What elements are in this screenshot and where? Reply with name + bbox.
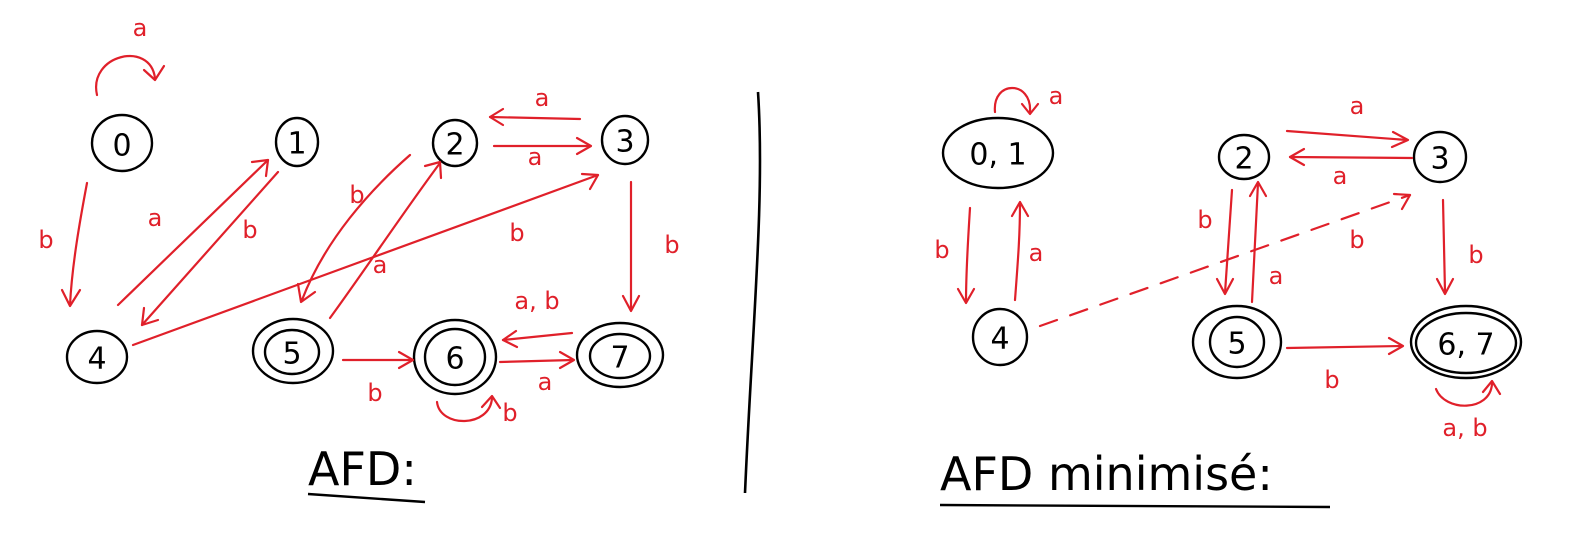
transition-2-3-label: a	[528, 143, 543, 171]
transition-67-67-self-loop: a, b	[1434, 379, 1502, 442]
transition-5-67-label: b	[1324, 366, 1339, 394]
state-6-7-final: 6, 7	[1409, 304, 1523, 380]
state-1-label: 1	[287, 127, 306, 162]
transition-5-2: a	[328, 160, 443, 320]
state-0: 0	[90, 113, 154, 173]
transition-0-4-label: b	[38, 226, 53, 254]
transition-4-1: a	[116, 158, 270, 307]
state-0-1-label: 0, 1	[969, 138, 1026, 173]
state-3-min: 3	[1412, 130, 1468, 184]
state-5-min-final: 5	[1191, 304, 1283, 380]
transition-01-4-label: b	[934, 236, 949, 264]
transition-67-67-label: a, b	[1442, 414, 1487, 442]
transition-4-3-dashed: b	[1038, 192, 1412, 328]
transition-0-4: b	[38, 181, 89, 308]
state-1: 1	[274, 116, 320, 168]
state-3-label: 3	[615, 125, 634, 160]
transition-2-5-min-label: b	[1197, 206, 1212, 234]
transition-5-6-label: b	[367, 379, 382, 407]
state-5-min-label: 5	[1227, 327, 1246, 362]
transition-2-3-min: a	[1285, 92, 1410, 149]
state-0-1: 0, 1	[941, 116, 1055, 190]
transition-4-3-label: b	[1349, 226, 1364, 254]
afd-minimized-diagram: 0, 1 2 3 4 5 6, 7 a	[934, 82, 1523, 509]
afd-minimized-title-underline	[939, 503, 1331, 509]
transition-6-7-label: a	[538, 368, 553, 396]
transition-5-67: b	[1285, 336, 1405, 394]
state-6-label: 6	[445, 342, 464, 377]
transition-1-4: b	[140, 170, 280, 327]
transition-5-2-min: a	[1248, 180, 1284, 304]
state-6-7-label: 6, 7	[1437, 328, 1494, 363]
state-5-label: 5	[282, 337, 301, 372]
transition-01-4: b	[934, 206, 976, 305]
transition-01-01-self-loop: a	[993, 82, 1064, 116]
state-6-final: 6	[412, 318, 498, 396]
transition-6-6-label: b	[502, 399, 517, 427]
transition-2-5-label: b	[349, 181, 364, 209]
transition-7-6-label: a, b	[514, 287, 559, 315]
transition-4-3: b	[131, 172, 600, 347]
state-5-final: 5	[251, 317, 335, 385]
transition-1-4-label: b	[242, 216, 257, 244]
transition-4-1-label: a	[148, 204, 163, 232]
state-4: 4	[65, 329, 129, 385]
state-2-label: 2	[445, 128, 464, 163]
transition-4-01-label: a	[1029, 239, 1044, 267]
transition-4-01: a	[1010, 200, 1044, 302]
transition-2-5-min: b	[1197, 188, 1235, 296]
transition-3-2-min-label: a	[1333, 162, 1348, 190]
transition-2-5: b	[296, 153, 412, 304]
transition-0-0-self-loop: a	[95, 14, 166, 97]
state-7-label: 7	[610, 341, 629, 376]
state-4-min: 4	[971, 307, 1029, 367]
transition-3-67: b	[1435, 198, 1484, 296]
transition-3-7-label: b	[664, 231, 679, 259]
afd-minimized-title: AFD minimisé:	[940, 447, 1273, 501]
state-3-min-label: 3	[1430, 142, 1449, 177]
state-4-label: 4	[87, 342, 106, 377]
transition-3-7: b	[621, 180, 680, 313]
transition-3-2-min: a	[1288, 147, 1414, 190]
transition-7-6: a, b	[501, 287, 574, 349]
afd-diagram: 0 1 2 3 4 5 6 7	[38, 14, 680, 504]
transition-3-2: a	[488, 84, 582, 127]
state-7-final: 7	[575, 321, 665, 389]
transition-5-2-label: a	[373, 251, 388, 279]
state-2: 2	[431, 118, 479, 168]
transition-0-0-label: a	[133, 14, 148, 42]
afd-title-underline	[307, 492, 426, 504]
state-2-min-label: 2	[1234, 142, 1253, 177]
state-3: 3	[600, 114, 650, 166]
transition-3-2-label: a	[535, 84, 550, 112]
transition-4-3-label: b	[509, 219, 524, 247]
transition-2-3: a	[492, 136, 593, 171]
transition-3-67-label: b	[1468, 241, 1483, 269]
state-4-min-label: 4	[990, 322, 1009, 357]
state-2-min: 2	[1217, 133, 1271, 181]
section-divider	[743, 91, 762, 494]
transition-6-7: a	[498, 350, 576, 396]
transition-2-3-min-label: a	[1350, 92, 1365, 120]
transition-5-2-min-label: a	[1269, 262, 1284, 290]
transition-6-6-self-loop: b	[435, 394, 518, 427]
afd-title: AFD:	[308, 442, 417, 496]
transition-5-6: b	[341, 350, 415, 407]
transition-01-01-label: a	[1049, 82, 1064, 110]
state-0-label: 0	[112, 129, 131, 164]
